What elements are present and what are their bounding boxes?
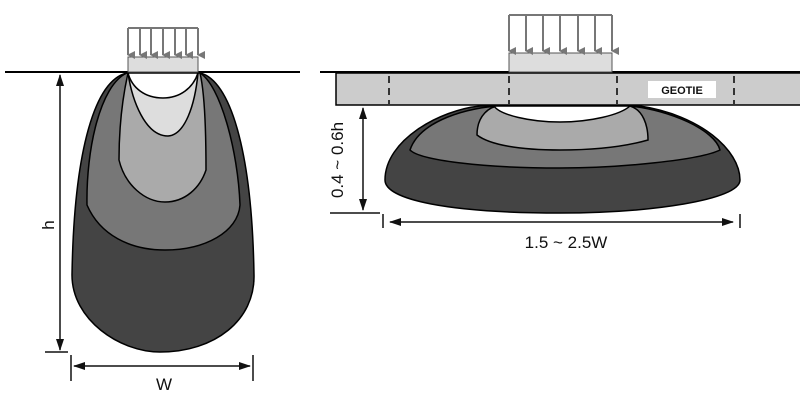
geotie-label-box [648,81,716,98]
stress-zone-top [127,72,200,99]
height-label: h [39,220,58,229]
load-arrows [127,27,205,59]
geotie-reinforced-stress-bulb: GEOTIE 0.4 ~ 0.6h 1.5 ~ 2.5W [320,14,800,252]
geotie-layer [335,72,800,106]
footing [508,52,613,73]
geotie-label: GEOTIE [661,85,703,97]
unreinforced-stress-bulb: h W [5,27,300,394]
geotie-joints [388,76,735,104]
width-label: W [156,375,172,394]
spread-label: 1.5 ~ 2.5W [525,233,608,252]
depth-label: 0.4 ~ 0.6h [328,122,347,198]
width-dimension [70,355,254,381]
stress-zone-top [492,105,632,123]
height-dimension [45,74,68,353]
spread-dimension [382,214,741,228]
footing [127,56,199,73]
load-arrows [508,14,619,55]
depth-dimension [330,107,380,214]
